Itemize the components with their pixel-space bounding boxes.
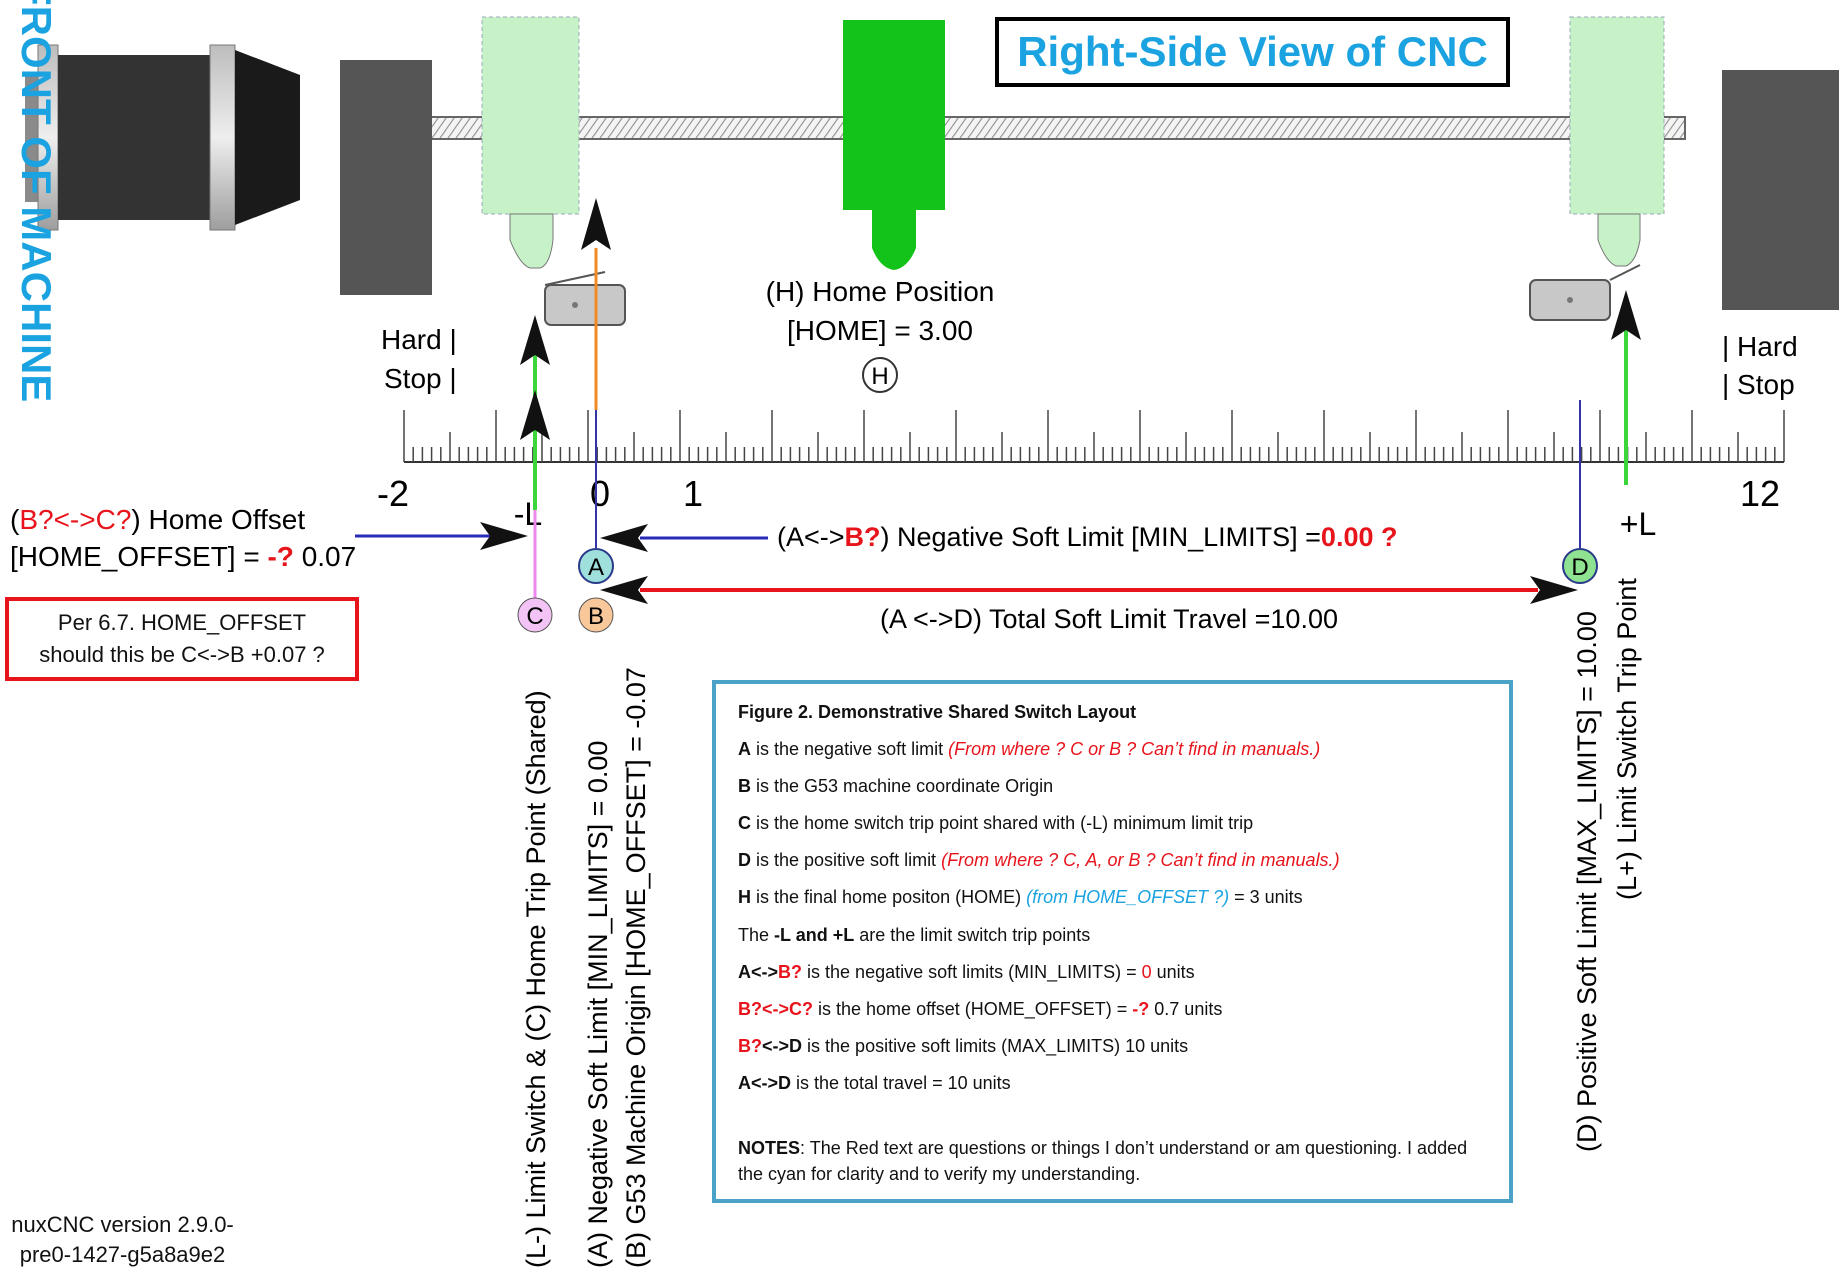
vertical-label-c: (L-) Limit Switch & (C) Home Trip Point … xyxy=(521,690,551,1268)
home-offset-value: [HOME_OFFSET] = -? 0.07 xyxy=(10,541,356,572)
info-line-d: D is the positive soft limit (From where… xyxy=(738,850,1340,871)
info-line-offset: B?<->C? is the home offset (HOME_OFFSET)… xyxy=(738,998,1223,1019)
diagram-title: Right-Side View of CNC xyxy=(995,17,1510,87)
right-switch-carriage xyxy=(1569,16,1665,267)
left-switch-carriage xyxy=(481,16,580,269)
marker-b xyxy=(578,597,614,633)
figure-info-box: Figure 2. Demonstrative Shared Switch La… xyxy=(712,680,1513,1203)
info-line-travel: A<->D is the total travel = 10 units xyxy=(738,1072,1011,1093)
l-minus-arrow-1 xyxy=(520,315,550,365)
marker-b-letter: B xyxy=(588,603,604,630)
home-marker-letter: H xyxy=(871,363,888,390)
left-limit-switch xyxy=(544,271,626,326)
ruler-label-minus2: -2 xyxy=(377,473,409,514)
hard-stop-left-line2: Stop | xyxy=(384,363,457,394)
pos-limit-label: +L xyxy=(1620,506,1656,542)
info-line-c: C is the home switch trip point shared w… xyxy=(738,813,1254,834)
right-limit-switch xyxy=(1529,264,1641,321)
ruler xyxy=(403,410,1785,463)
vertical-label-l-plus: (L+) Limit Switch Trip Point xyxy=(1612,578,1642,900)
info-notes: NOTES: The Red text are questions or thi… xyxy=(738,1138,1468,1185)
info-line-h: H is the final home positon (HOME) (from… xyxy=(738,887,1303,908)
hard-stop-right-line1: | Hard xyxy=(1722,331,1798,362)
marker-d xyxy=(1562,548,1598,584)
neg-limit-label: -L xyxy=(514,496,542,532)
hard-stop-left-block xyxy=(340,60,432,295)
l-plus-arrow-up xyxy=(1611,290,1641,340)
vertical-label-d: (D) Positive Soft Limit [MAX_LIMITS] = 1… xyxy=(1572,611,1602,1152)
marker-d-letter: D xyxy=(1571,554,1588,581)
vertical-label-a: (A) Negative Soft Limit [MIN_LIMITS] = 0… xyxy=(583,741,613,1268)
neg-soft-pointer-head xyxy=(600,524,648,552)
home-position-line2: [HOME] = 3.00 xyxy=(787,315,973,346)
ruler-label-12: 12 xyxy=(1740,473,1780,514)
ruler-label-0: 0 xyxy=(590,473,610,514)
vertical-label-b: (B) G53 Machine Origin [HOME_OFFSET] = -… xyxy=(621,667,651,1268)
spindle xyxy=(843,20,945,270)
question-line1: Per 6.7. HOME_OFFSET xyxy=(57,610,307,635)
home-position-line1: (H) Home Position xyxy=(766,276,995,307)
marker-a xyxy=(578,548,614,584)
figure-heading: Figure 2. Demonstrative Shared Switch La… xyxy=(738,702,1137,722)
info-line-limits: The -L and +L are the limit switch trip … xyxy=(738,924,1091,945)
version-label: nuxCNC version 2.9.0- pre0-1427-g5a8a9e2 xyxy=(0,1210,245,1270)
front-of-machine-label: FRONT OF MACHINE xyxy=(13,0,60,403)
neg-soft-limit-label: (A<->B?) Negative Soft Limit [MIN_LIMITS… xyxy=(777,522,1397,552)
stepper-motor xyxy=(25,44,300,231)
home-marker-circle xyxy=(862,357,898,393)
total-travel-head-left xyxy=(600,576,648,604)
l-minus-arrow-2 xyxy=(520,390,550,440)
info-line-b: B is the G53 machine coordinate Origin xyxy=(738,776,1054,797)
question-line2: should this be C<->B +0.07 ? xyxy=(39,642,325,667)
home-offset-pointer-head xyxy=(480,522,528,550)
marker-c xyxy=(517,597,553,633)
question-box: Per 6.7. HOME_OFFSET should this be C<->… xyxy=(5,597,359,681)
total-travel-label: (A <->D) Total Soft Limit Travel =10.00 xyxy=(880,604,1338,634)
ruler-label-1: 1 xyxy=(683,473,703,514)
total-travel-head-right xyxy=(1530,576,1578,604)
hard-stop-right-block xyxy=(1722,70,1839,310)
marker-a-letter: A xyxy=(588,554,604,581)
version-line2: pre0-1427-g5a8a9e2 xyxy=(19,1242,226,1267)
home-offset-label: (B?<->C?) Home Offset xyxy=(10,504,305,535)
hard-stop-right-line2: | Stop xyxy=(1722,369,1795,400)
info-line-max: B?<->D is the positive soft limits (MAX_… xyxy=(738,1035,1189,1056)
info-line-a: A is the negative soft limit (From where… xyxy=(738,739,1321,760)
marker-c-letter: C xyxy=(526,603,543,630)
hard-stop-left-line1: Hard | xyxy=(381,324,457,355)
info-line-min: A<->B? is the negative soft limits (MIN_… xyxy=(738,961,1195,982)
version-line1: nuxCNC version 2.9.0- xyxy=(11,1212,234,1237)
a-arrow-up xyxy=(581,198,611,250)
